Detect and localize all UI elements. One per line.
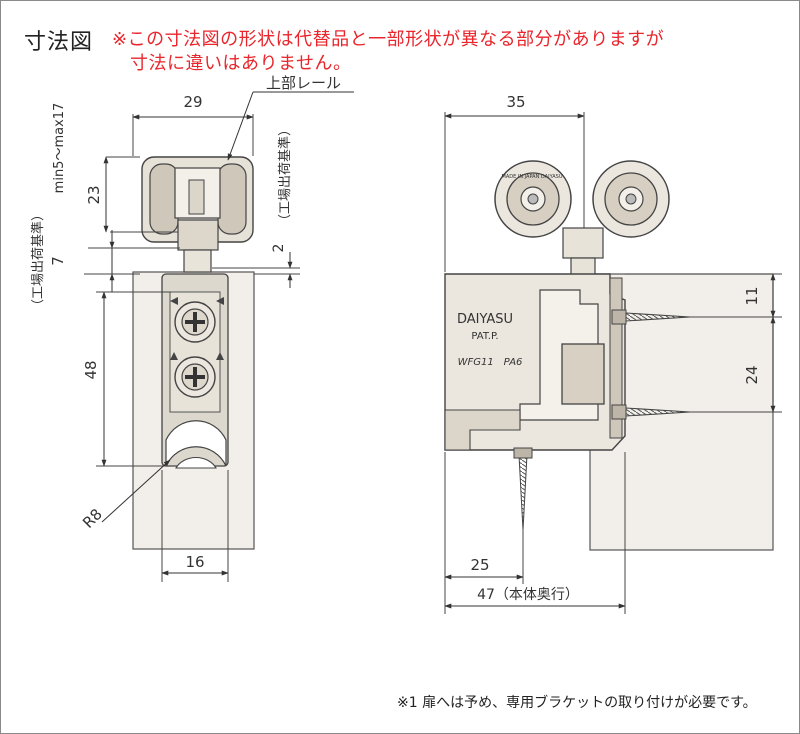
dim-7: 7 (49, 256, 67, 266)
dim-16: 16 (185, 553, 204, 571)
hanger-stem (183, 249, 212, 273)
patent-label: PAT.P. (471, 331, 498, 342)
wheel-marking: MADE IN JAPAN DAIYASU (502, 174, 563, 180)
model-label: WFG11 PA6 (458, 357, 523, 368)
page-title: 寸法図 (24, 30, 94, 55)
hanger-body (444, 273, 626, 451)
dim-47-body-depth: 47（本体奥行） (477, 586, 579, 603)
notice-line-1: ※この寸法図の形状は代替品と一部形状が異なる部分がありますが (112, 29, 665, 50)
left-view: 29 上部レール 23 7 min5～max17 （工場出荷基準） 2 （工場出… (30, 74, 354, 582)
notice-line-2: 寸法に違いはありません。 (130, 53, 352, 74)
dim-29: 29 (183, 93, 202, 111)
hanger-stem-right (562, 227, 604, 259)
dim-2: 2 (271, 244, 287, 253)
wood-screw-top (611, 309, 691, 325)
brand-label: DAIYASU (457, 312, 513, 327)
dim-25: 25 (470, 556, 489, 574)
dim-adjust-range: min5～max17 (52, 103, 67, 194)
dim-24: 24 (743, 365, 761, 384)
wheel-left (494, 160, 572, 238)
adjust-screw-bottom (174, 356, 216, 398)
wood-screw-bottom (513, 447, 533, 531)
label-factory-ref-right: （工場出荷基準） (277, 123, 293, 227)
right-view: MADE IN JAPAN DAIYASU DAIYASU PAT.P. WFG… (444, 93, 782, 614)
wood-screw-middle (611, 404, 691, 420)
dim-r8: R8 (79, 505, 106, 532)
label-factory-ref-left: （工場出荷基準） (30, 208, 46, 312)
dim-35: 35 (506, 93, 525, 111)
dim-23: 23 (85, 185, 103, 204)
upper-rail (141, 156, 254, 251)
adjust-screw-top (174, 301, 216, 343)
dim-48: 48 (82, 360, 100, 379)
label-upper-rail: 上部レール (266, 74, 341, 92)
footer-note: ※1 扉へは予め、専用ブラケットの取り付けが必要です。 (397, 695, 757, 711)
wheel-right (592, 160, 670, 238)
dim-11: 11 (743, 286, 761, 305)
